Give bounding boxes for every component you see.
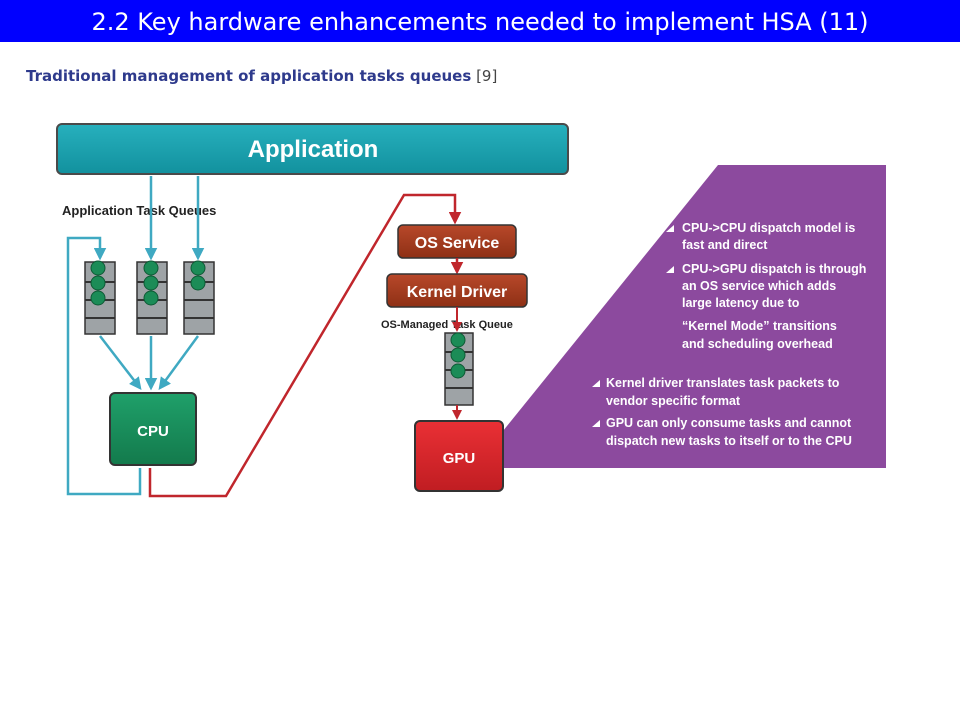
app-queues-label: Application Task Queues: [62, 203, 216, 218]
note-4-line-2: dispatch new tasks to itself or to the C…: [606, 434, 852, 448]
note-3-line-1: Kernel driver translates task packets to: [606, 376, 840, 390]
bullet-triangle-icon: [666, 266, 674, 273]
note-4-line-1: GPU can only consume tasks and cannot: [606, 416, 852, 430]
notes-panel: [473, 165, 886, 468]
bullet-triangle-icon: [592, 380, 600, 387]
notes-bullets: CPU->CPU dispatch model is fast and dire…: [592, 221, 866, 448]
queue-to-cpu-arrow: [158, 335, 200, 391]
note-3-line-2: vendor specific format: [606, 394, 741, 408]
gpu-label: GPU: [443, 450, 476, 467]
bullet-triangle-icon: [592, 420, 600, 427]
os-service-label: OS Service: [415, 235, 500, 252]
note-2-line-3: large latency due to: [682, 296, 800, 310]
application-label: Application: [248, 136, 379, 163]
reference-label: [9]: [476, 67, 498, 85]
queue-to-cpu-arrow: [99, 335, 142, 390]
cpu-box: [109, 392, 197, 466]
cpu-to-os-arrow: [148, 193, 462, 498]
app-task-queue-3: [183, 260, 215, 335]
slide-subtitle: Traditional management of application ta…: [26, 66, 497, 86]
cpu-loopback-arrow: [66, 236, 142, 496]
title-bar: 2.2 Key hardware enhancements needed to …: [0, 0, 960, 42]
note-1-line-2: fast and direct: [682, 238, 768, 252]
os-queue-label: OS-Managed Task Queue: [381, 319, 513, 331]
note-2-line-2: an OS service which adds: [682, 279, 836, 293]
app-task-queue-1: [84, 260, 116, 335]
kernel-driver-label: Kernel Driver: [407, 284, 508, 301]
gpu-box: [414, 420, 504, 492]
cpu-label: CPU: [137, 423, 169, 440]
subtitle-text: Traditional management of application ta…: [26, 67, 472, 85]
note-1-line-1: CPU->CPU dispatch model is: [682, 221, 855, 235]
application-box: [56, 123, 569, 175]
os-task-queue: [444, 332, 474, 406]
app-task-queue-2: [136, 260, 168, 335]
note-2-line-4: “Kernel Mode” transitions: [682, 319, 837, 333]
note-2-line-5: and scheduling overhead: [682, 337, 833, 351]
slide-title: 2.2 Key hardware enhancements needed to …: [91, 8, 869, 36]
bullet-triangle-icon: [666, 225, 674, 232]
note-2-line-1: CPU->GPU dispatch is through: [682, 262, 866, 276]
